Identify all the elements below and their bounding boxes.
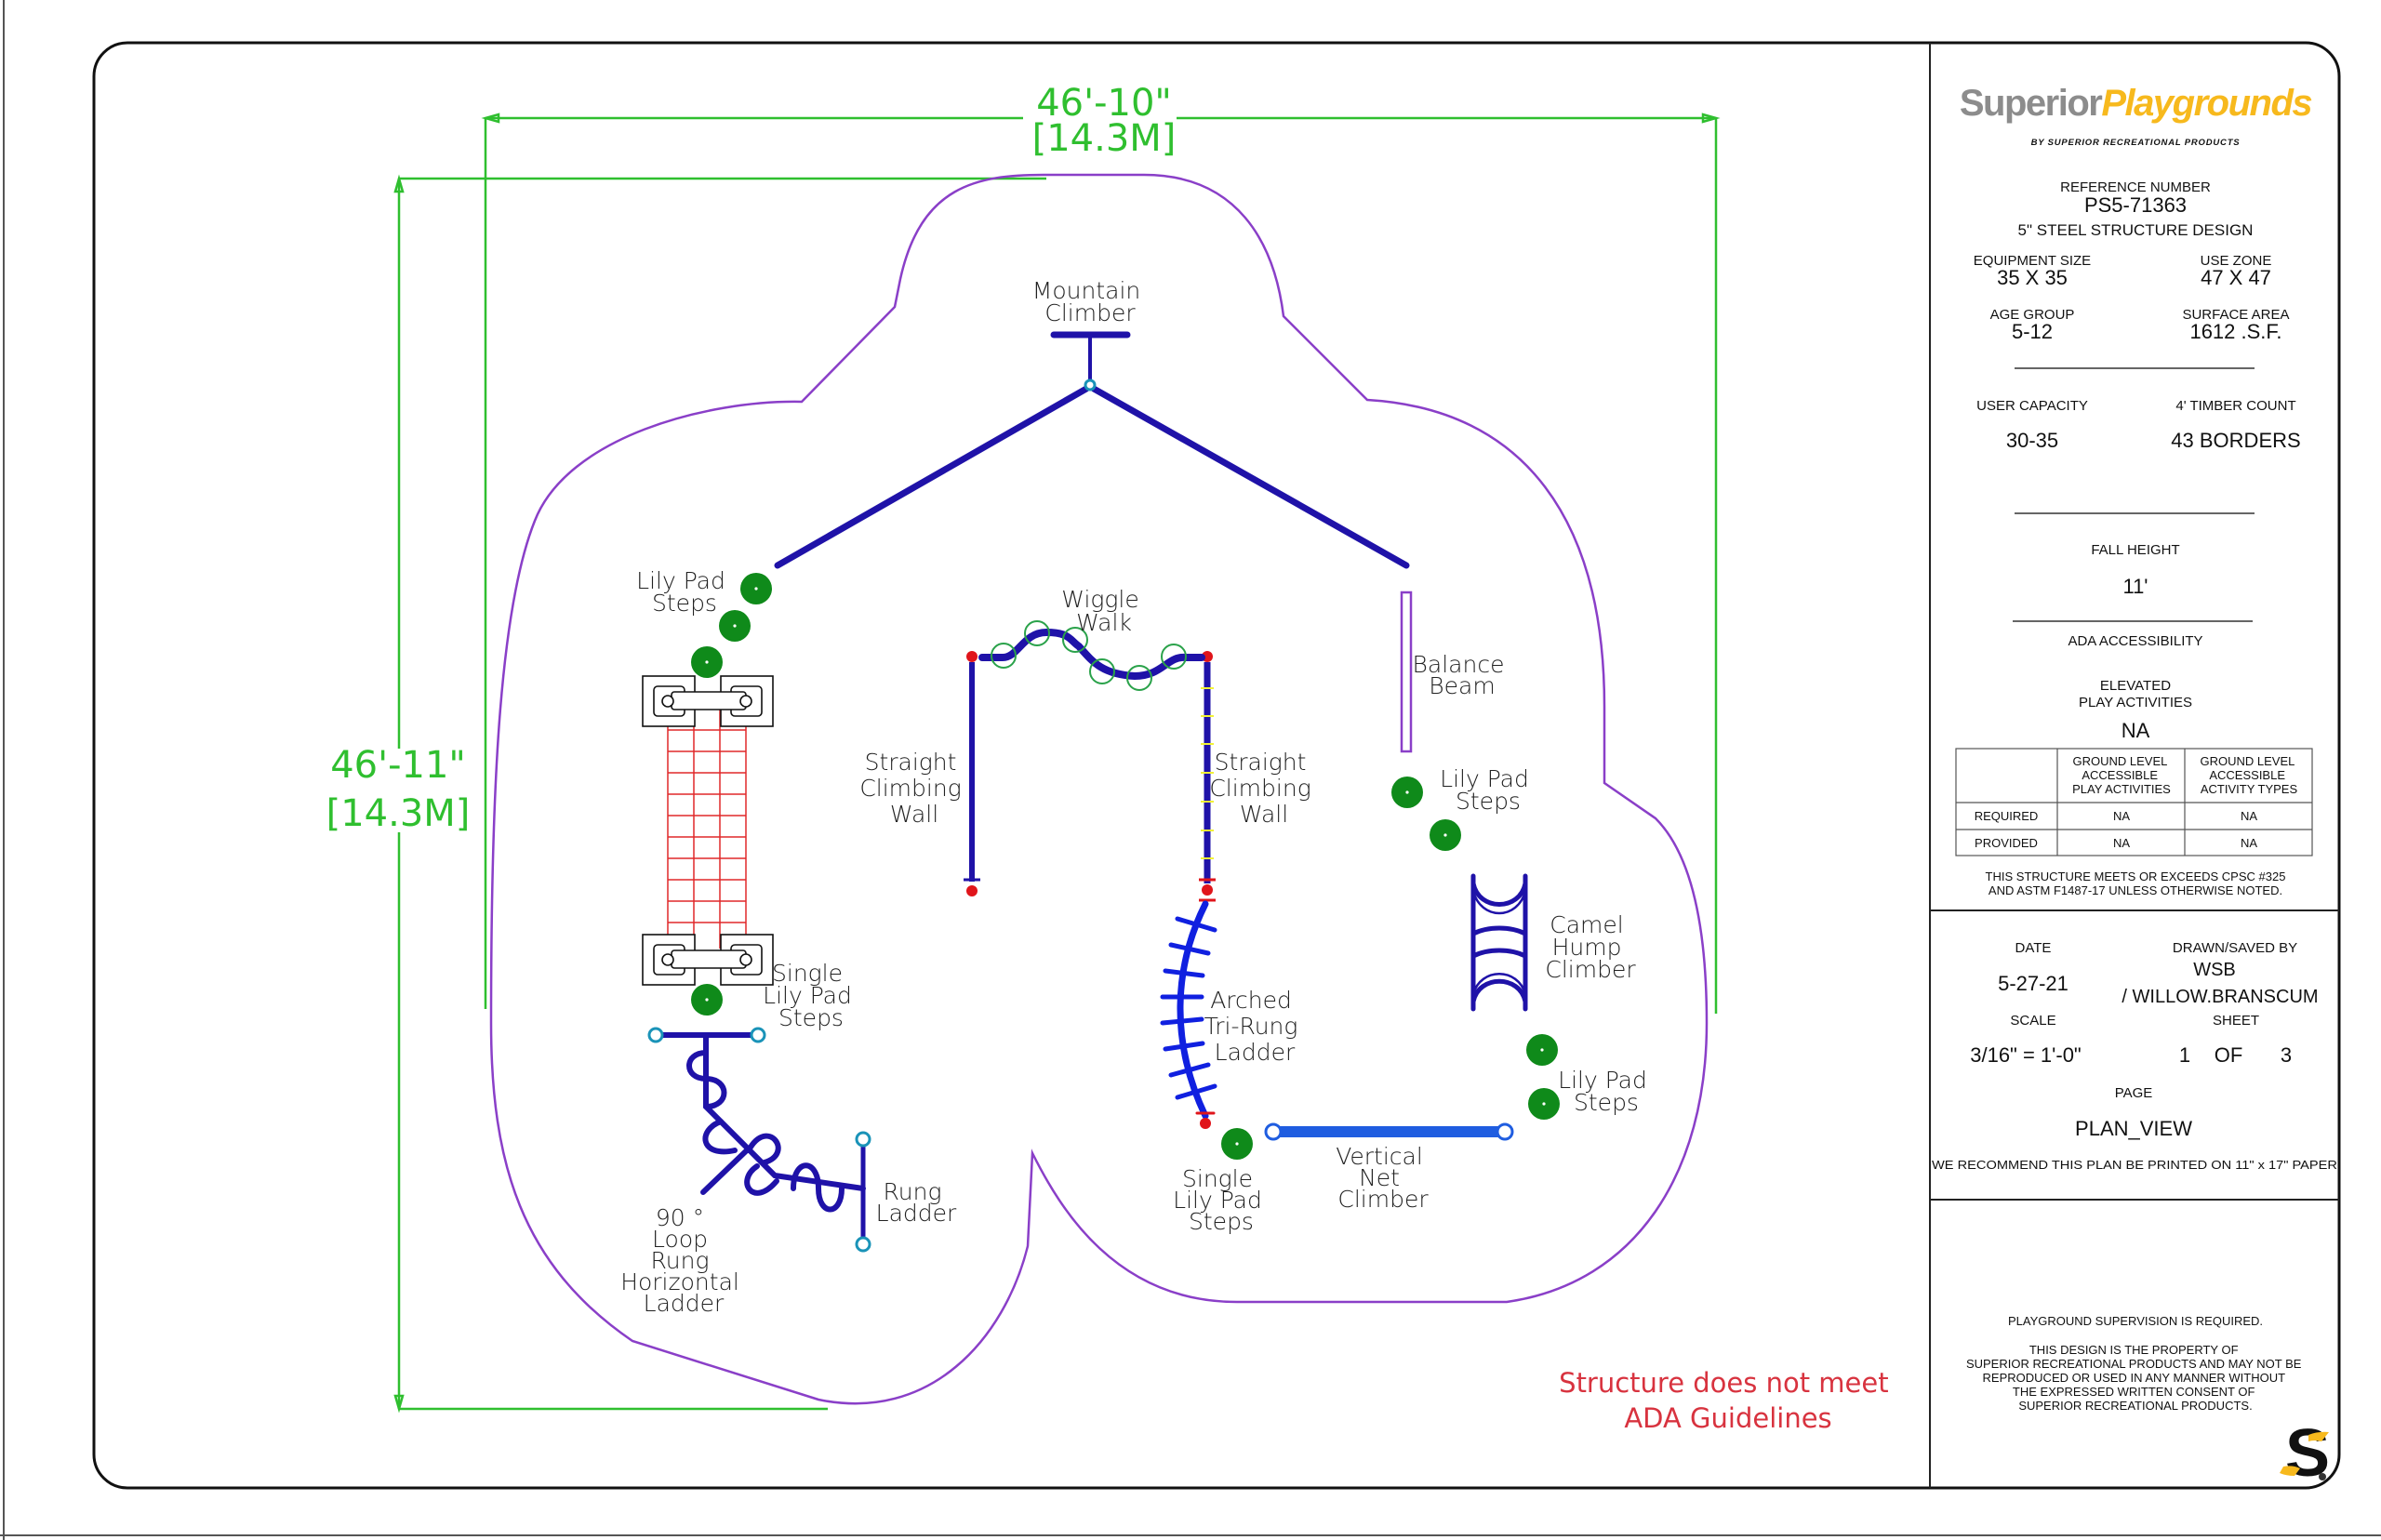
fall-height-value: 11' <box>2122 575 2148 598</box>
vertical-net-label: Vertical Net Climber <box>1336 1143 1430 1213</box>
sheet-of: OF <box>2215 1043 2243 1067</box>
rung-ladder-label: Rung Ladder <box>876 1178 957 1227</box>
ada-accessibility-label: ADA ACCESSIBILITY <box>2068 633 2202 649</box>
age-group-value: 5-12 <box>2012 320 2053 343</box>
loop-ladder-label: 90 ° Loop Rung Horizontal Ladder <box>620 1204 747 1317</box>
dimension-width <box>481 113 1721 1014</box>
platform-bottom <box>642 934 774 986</box>
structure-design: 5" STEEL STRUCTURE DESIGN <box>2018 221 2254 239</box>
use-zone-value: 47 X 47 <box>2201 266 2271 289</box>
table-cell: NA <box>2241 836 2257 850</box>
date-label: DATE <box>2015 940 2052 956</box>
property-note: THIS DESIGN IS THE PROPERTY OF SUPERIOR … <box>1966 1343 2305 1413</box>
elevated-value: NA <box>2122 719 2150 742</box>
wiggle-walk-label: Wiggle Walk <box>1061 586 1146 636</box>
plan-drawing: 46'-10" [14.3M] 46'-11" [14.3M] Mountain… <box>326 82 1897 1434</box>
drawn-by-label: DRAWN/SAVED BY <box>2173 940 2297 956</box>
elevated-label-1: ELEVATED <box>2100 678 2171 694</box>
straight-wall-label-left: Straight Climbing Wall <box>859 749 968 828</box>
compliance-note-2: AND ASTM F1487-17 UNLESS OTHERWISE NOTED… <box>1989 883 2282 897</box>
loop-rung-horizontal-ladder[interactable] <box>647 1027 871 1253</box>
use-zone-label: USE ZONE <box>2201 253 2272 269</box>
table-row-required-label: REQUIRED <box>1975 809 2039 823</box>
table-row-provided-label: PROVIDED <box>1975 836 2038 850</box>
surface-area-value: 1612 .S.F. <box>2189 320 2281 343</box>
user-capacity-value: 30-35 <box>2006 429 2058 452</box>
reference-number: PS5-71363 <box>2084 193 2187 217</box>
wiggle-walk[interactable] <box>978 620 1205 691</box>
supervision-note: PLAYGROUND SUPERVISION IS REQUIRED. <box>2008 1314 2263 1328</box>
camel-hump-climber[interactable] <box>1470 873 1528 1012</box>
brand-superior: Superior <box>1960 83 2102 124</box>
single-lily-pad-label-left: Single Lily Pad Steps <box>763 960 859 1031</box>
width-dimension-label: 46'-10" <box>1036 82 1172 125</box>
lily-pad-label-lower-right: Lily Pad Steps <box>1558 1067 1655 1116</box>
single-lily-pad-bottom[interactable] <box>1221 1128 1253 1160</box>
drawing-frame <box>92 41 2341 1490</box>
date-value: 5-27-21 <box>1998 972 2068 995</box>
ada-warning: Structure does not meet ADA Guidelines <box>1559 1367 1897 1434</box>
drawn-by-value: WSB <box>2193 960 2236 980</box>
table-cell: NA <box>2113 809 2130 823</box>
timber-count-value: 43 BORDERS <box>2171 429 2300 452</box>
lily-pad-label-right: Lily Pad Steps <box>1440 765 1536 815</box>
user-capacity-label: USER CAPACITY <box>1976 398 2088 414</box>
page-label: PAGE <box>2115 1085 2153 1101</box>
table-cell: NA <box>2113 836 2130 850</box>
dimension-height <box>393 174 1046 1414</box>
table-cell: NA <box>2241 809 2257 823</box>
balance-beam[interactable] <box>1400 591 1413 753</box>
camel-hump-label: Camel Hump Climber <box>1545 911 1636 983</box>
single-lily-pad-label-bottom: Single Lily Pad Steps <box>1173 1165 1270 1235</box>
brand-s-logo-icon: S <box>2280 1416 2330 1491</box>
brand-tagline: BY SUPERIOR RECREATIONAL PRODUCTS <box>2031 138 2241 148</box>
height-dimension-metric: [14.3M] <box>326 792 471 835</box>
arched-ladder-label: Arched Tri-Rung Ladder <box>1204 987 1306 1066</box>
equipment-size-value: 35 X 35 <box>1997 266 2068 289</box>
balance-beam-label: Balance Beam <box>1413 651 1512 699</box>
mountain-climber-label: Mountain Climber <box>1032 277 1148 326</box>
elevated-label-2: PLAY ACTIVITIES <box>2079 695 2192 710</box>
width-dimension-metric: [14.3M] <box>1032 117 1177 160</box>
net-ladder[interactable] <box>642 675 774 986</box>
brand-logo: SuperiorPlaygrounds <box>1960 83 2312 124</box>
ada-table: GROUND LEVEL ACCESSIBLE PLAY ACTIVITIES … <box>1955 748 2313 856</box>
platform-top <box>642 675 774 727</box>
straight-wall-label-right: Straight Climbing Wall <box>1209 749 1318 828</box>
vertical-net-climber[interactable] <box>1264 1122 1514 1141</box>
lily-pad-steps-lower-right[interactable] <box>1526 1034 1560 1120</box>
scale-value: 3/16" = 1'-0" <box>1970 1043 2082 1067</box>
height-dimension-label: 46'-11" <box>330 744 466 787</box>
title-block: SuperiorPlaygrounds BY SUPERIOR RECREATI… <box>1932 83 2337 1491</box>
sheet-total: 3 <box>2281 1043 2292 1067</box>
mountain-climber[interactable] <box>774 331 1410 569</box>
lily-pad-label-top-left: Lily Pad Steps <box>636 567 733 617</box>
brand-playgrounds: Playgrounds <box>2101 83 2311 124</box>
table-header-activity-types: GROUND LEVEL ACCESSIBLE ACTIVITY TYPES <box>2200 754 2297 796</box>
age-group-label: AGE GROUP <box>1990 307 2075 323</box>
timber-count-label: 4' TIMBER COUNT <box>2175 398 2295 414</box>
sheet-label: SHEET <box>2213 1013 2259 1029</box>
saved-by-value: / WILLOW.BRANSCUM <box>2122 987 2318 1007</box>
compliance-note-1: THIS STRUCTURE MEETS OR EXCEEDS CPSC #32… <box>1986 870 2286 883</box>
single-lily-pad-left[interactable] <box>691 984 723 1016</box>
lily-pad-steps-top-left[interactable] <box>691 573 772 678</box>
use-zone-outline <box>489 173 1709 1405</box>
equipment-size-label: EQUIPMENT SIZE <box>1974 253 2091 269</box>
scale-label: SCALE <box>2010 1013 2055 1029</box>
arched-tri-rung-ladder[interactable] <box>1160 900 1217 1129</box>
fall-height-label: FALL HEIGHT <box>2091 542 2179 558</box>
sheet-current: 1 <box>2179 1043 2190 1067</box>
page-value: PLAN_VIEW <box>2075 1117 2192 1140</box>
table-header-play-activities: GROUND LEVEL ACCESSIBLE PLAY ACTIVITIES <box>2072 754 2171 796</box>
lily-pad-steps-right[interactable] <box>1391 777 1461 851</box>
reference-label: REFERENCE NUMBER <box>2060 179 2211 195</box>
print-note: WE RECOMMEND THIS PLAN BE PRINTED ON 11"… <box>1932 1158 2337 1172</box>
straight-climbing-wall-left[interactable] <box>964 651 980 896</box>
surface-area-label: SURFACE AREA <box>2182 307 2289 323</box>
